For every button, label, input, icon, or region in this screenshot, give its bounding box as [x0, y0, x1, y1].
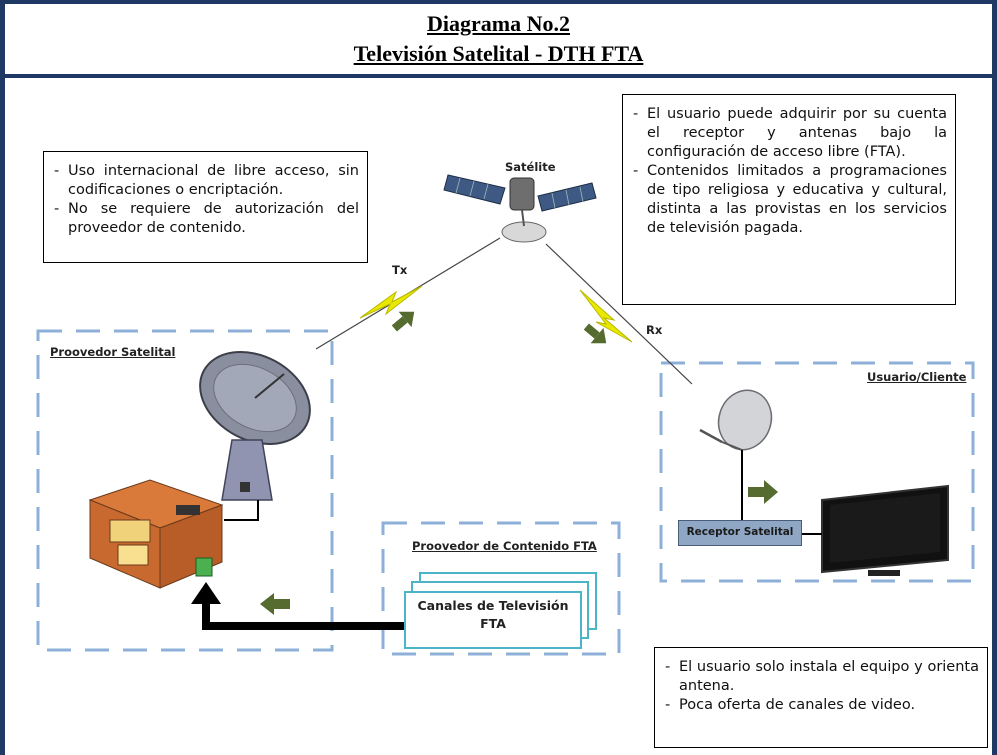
tx-lightning-icon — [359, 285, 423, 319]
note-top-right-item: Contenidos limitados a programaciones de… — [629, 162, 947, 238]
diagram-header: Diagrama No.2 Televisión Satelital - DTH… — [5, 4, 992, 78]
uplink-arrow-icon — [391, 311, 415, 332]
diagram-subtitle: Televisión Satelital - DTH FTA — [353, 41, 644, 66]
content-to-provider-arrow-icon — [260, 593, 290, 615]
receiver-box: Receptor Satelital — [678, 520, 802, 546]
downlink-line — [545, 243, 693, 385]
note-bottom-right-item: Poca oferta de canales de video. — [661, 696, 979, 715]
satellite-icon — [443, 174, 597, 243]
note-top-left: Uso internacional de libre acceso, sin c… — [43, 151, 368, 263]
content-provider-label: Proovedor de Contenido FTA — [412, 539, 597, 553]
channel-box-front — [404, 591, 582, 649]
rx-label: Rx — [646, 323, 663, 337]
provider-satellite-region — [36, 329, 334, 652]
note-bottom-right-item: El usuario solo instala el equipo y orie… — [661, 658, 979, 696]
receiver-to-tv-arrow-icon — [748, 480, 778, 504]
user-client-label: Usuario/Cliente — [867, 370, 967, 384]
channels-label-line1: Canales de Televisión — [417, 598, 569, 613]
note-top-left-item: No se requiere de autorización del prove… — [50, 200, 359, 238]
dish-to-building-line — [224, 500, 259, 521]
note-top-right-item: El usuario puede adquirir por su cuenta … — [629, 105, 947, 162]
content-provider-region — [381, 521, 621, 656]
note-top-right: El usuario puede adquirir por su cuenta … — [622, 94, 956, 305]
content-feed-line — [202, 600, 406, 630]
provider-building-icon — [88, 479, 224, 589]
satellite-label: Satélite — [505, 160, 556, 174]
downlink-arrow-icon — [583, 323, 607, 344]
note-bottom-right: El usuario solo instala el equipo y orie… — [654, 647, 988, 748]
content-feed-arrow-icon — [191, 582, 221, 604]
tx-label: Tx — [392, 263, 408, 277]
television-icon — [802, 484, 949, 576]
user-dish-icon — [699, 389, 773, 520]
provider-satellite-label: Proovedor Satelital — [50, 345, 176, 359]
channels-label-line2: FTA — [480, 616, 506, 631]
user-client-region — [659, 361, 975, 583]
diagram-title: Diagrama No.2 — [427, 11, 570, 36]
note-top-left-item: Uso internacional de libre acceso, sin c… — [50, 162, 359, 200]
uplink-dish-icon — [199, 350, 311, 501]
rx-lightning-icon — [579, 289, 633, 343]
channels-label: Canales de Televisión FTA — [404, 597, 582, 633]
